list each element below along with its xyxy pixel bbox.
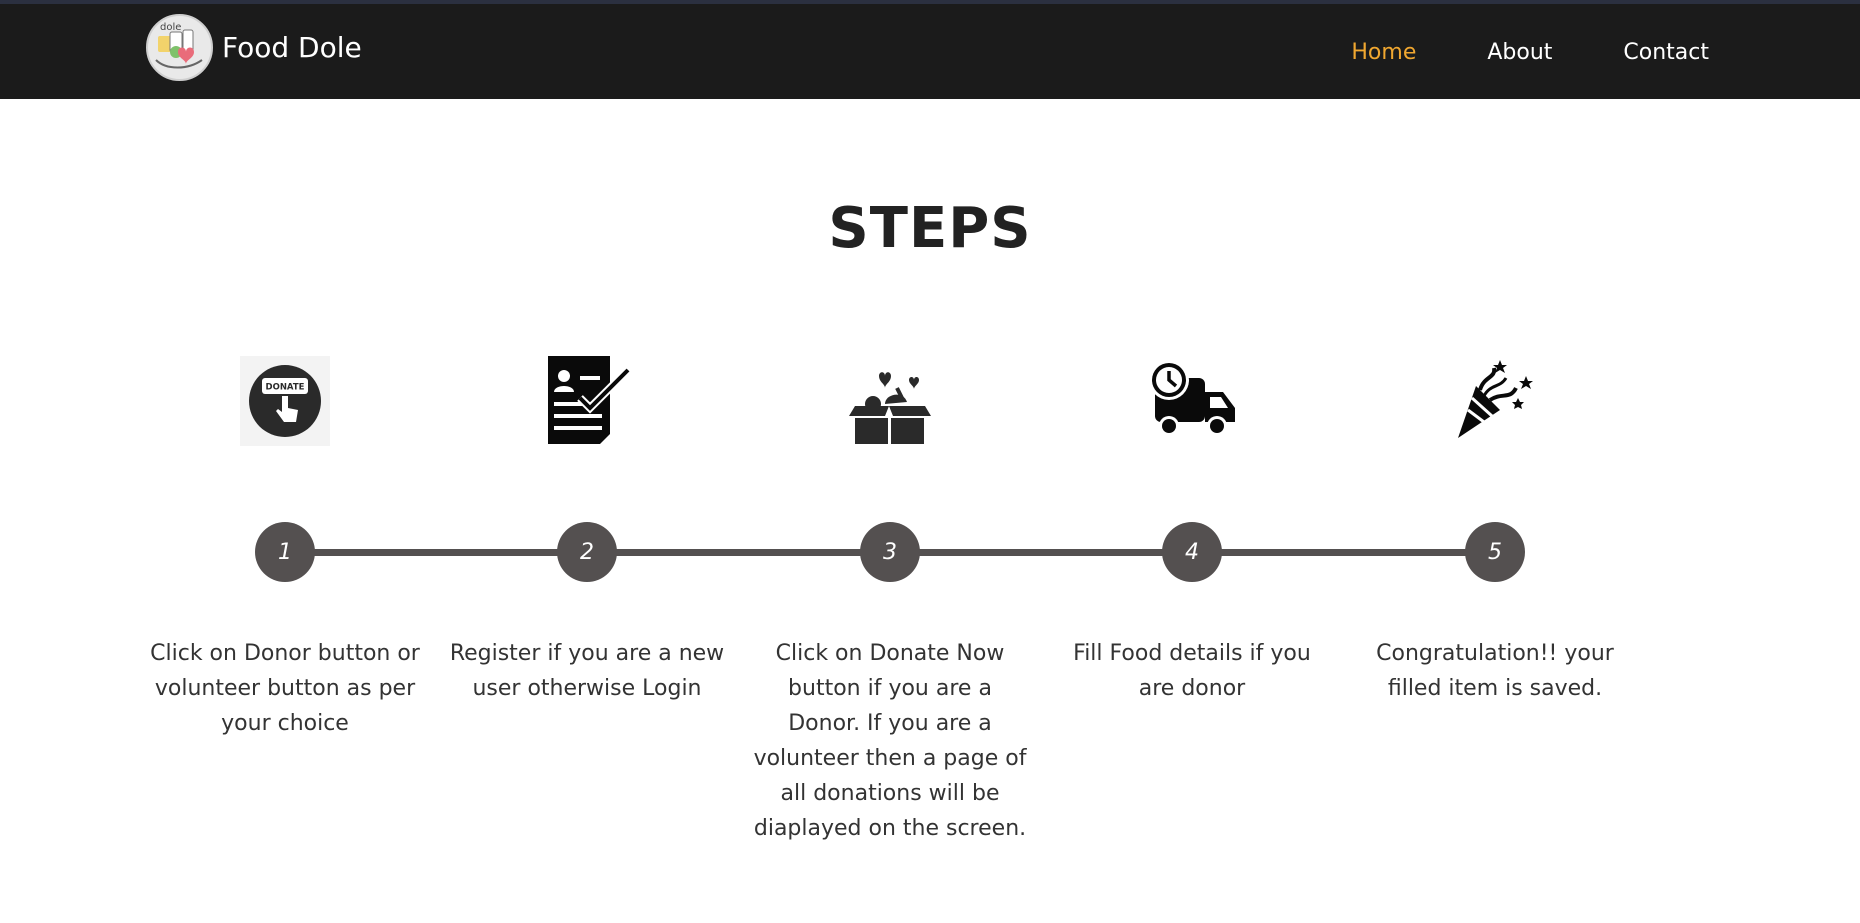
nav-home[interactable]: Home: [1351, 40, 1417, 65]
step-2-description: Register if you are a new user otherwise…: [449, 641, 725, 701]
brand-name: Food Dole: [222, 31, 362, 64]
nav-about[interactable]: About: [1487, 40, 1553, 65]
svg-text:dole: dole: [160, 22, 181, 33]
delivery-truck-icon: [1147, 356, 1237, 446]
nav-contact[interactable]: Contact: [1623, 40, 1709, 65]
step-1-number: 1: [255, 522, 315, 582]
brand-logo-icon: dole: [146, 14, 213, 81]
step-4-number: 4: [1162, 522, 1222, 582]
step-4-description: Fill Food details if you are donor: [1073, 641, 1311, 701]
step-3-number: 3: [860, 522, 920, 582]
registration-form-icon: [542, 356, 632, 446]
svg-text:DONATE: DONATE: [266, 383, 305, 393]
donate-button-icon: DONATE: [240, 356, 330, 446]
step-5-description: Congratulation!! your filled item is sav…: [1376, 641, 1614, 701]
navbar: dole Food Dole Home About Contact: [0, 4, 1860, 99]
step-2-number: 2: [557, 522, 617, 582]
party-popper-icon: [1450, 356, 1540, 446]
step-1-description: Click on Donor button or volunteer butto…: [150, 641, 420, 736]
main-nav: Home About Contact: [1280, 40, 1709, 65]
section-title: STEPS: [828, 196, 1032, 261]
brand-link[interactable]: dole Food Dole: [146, 14, 362, 81]
food-box-icon: [845, 356, 935, 446]
step-5-number: 5: [1465, 522, 1525, 582]
step-3-description: Click on Donate Now button if you are a …: [753, 641, 1027, 841]
top-border: [0, 0, 1860, 4]
